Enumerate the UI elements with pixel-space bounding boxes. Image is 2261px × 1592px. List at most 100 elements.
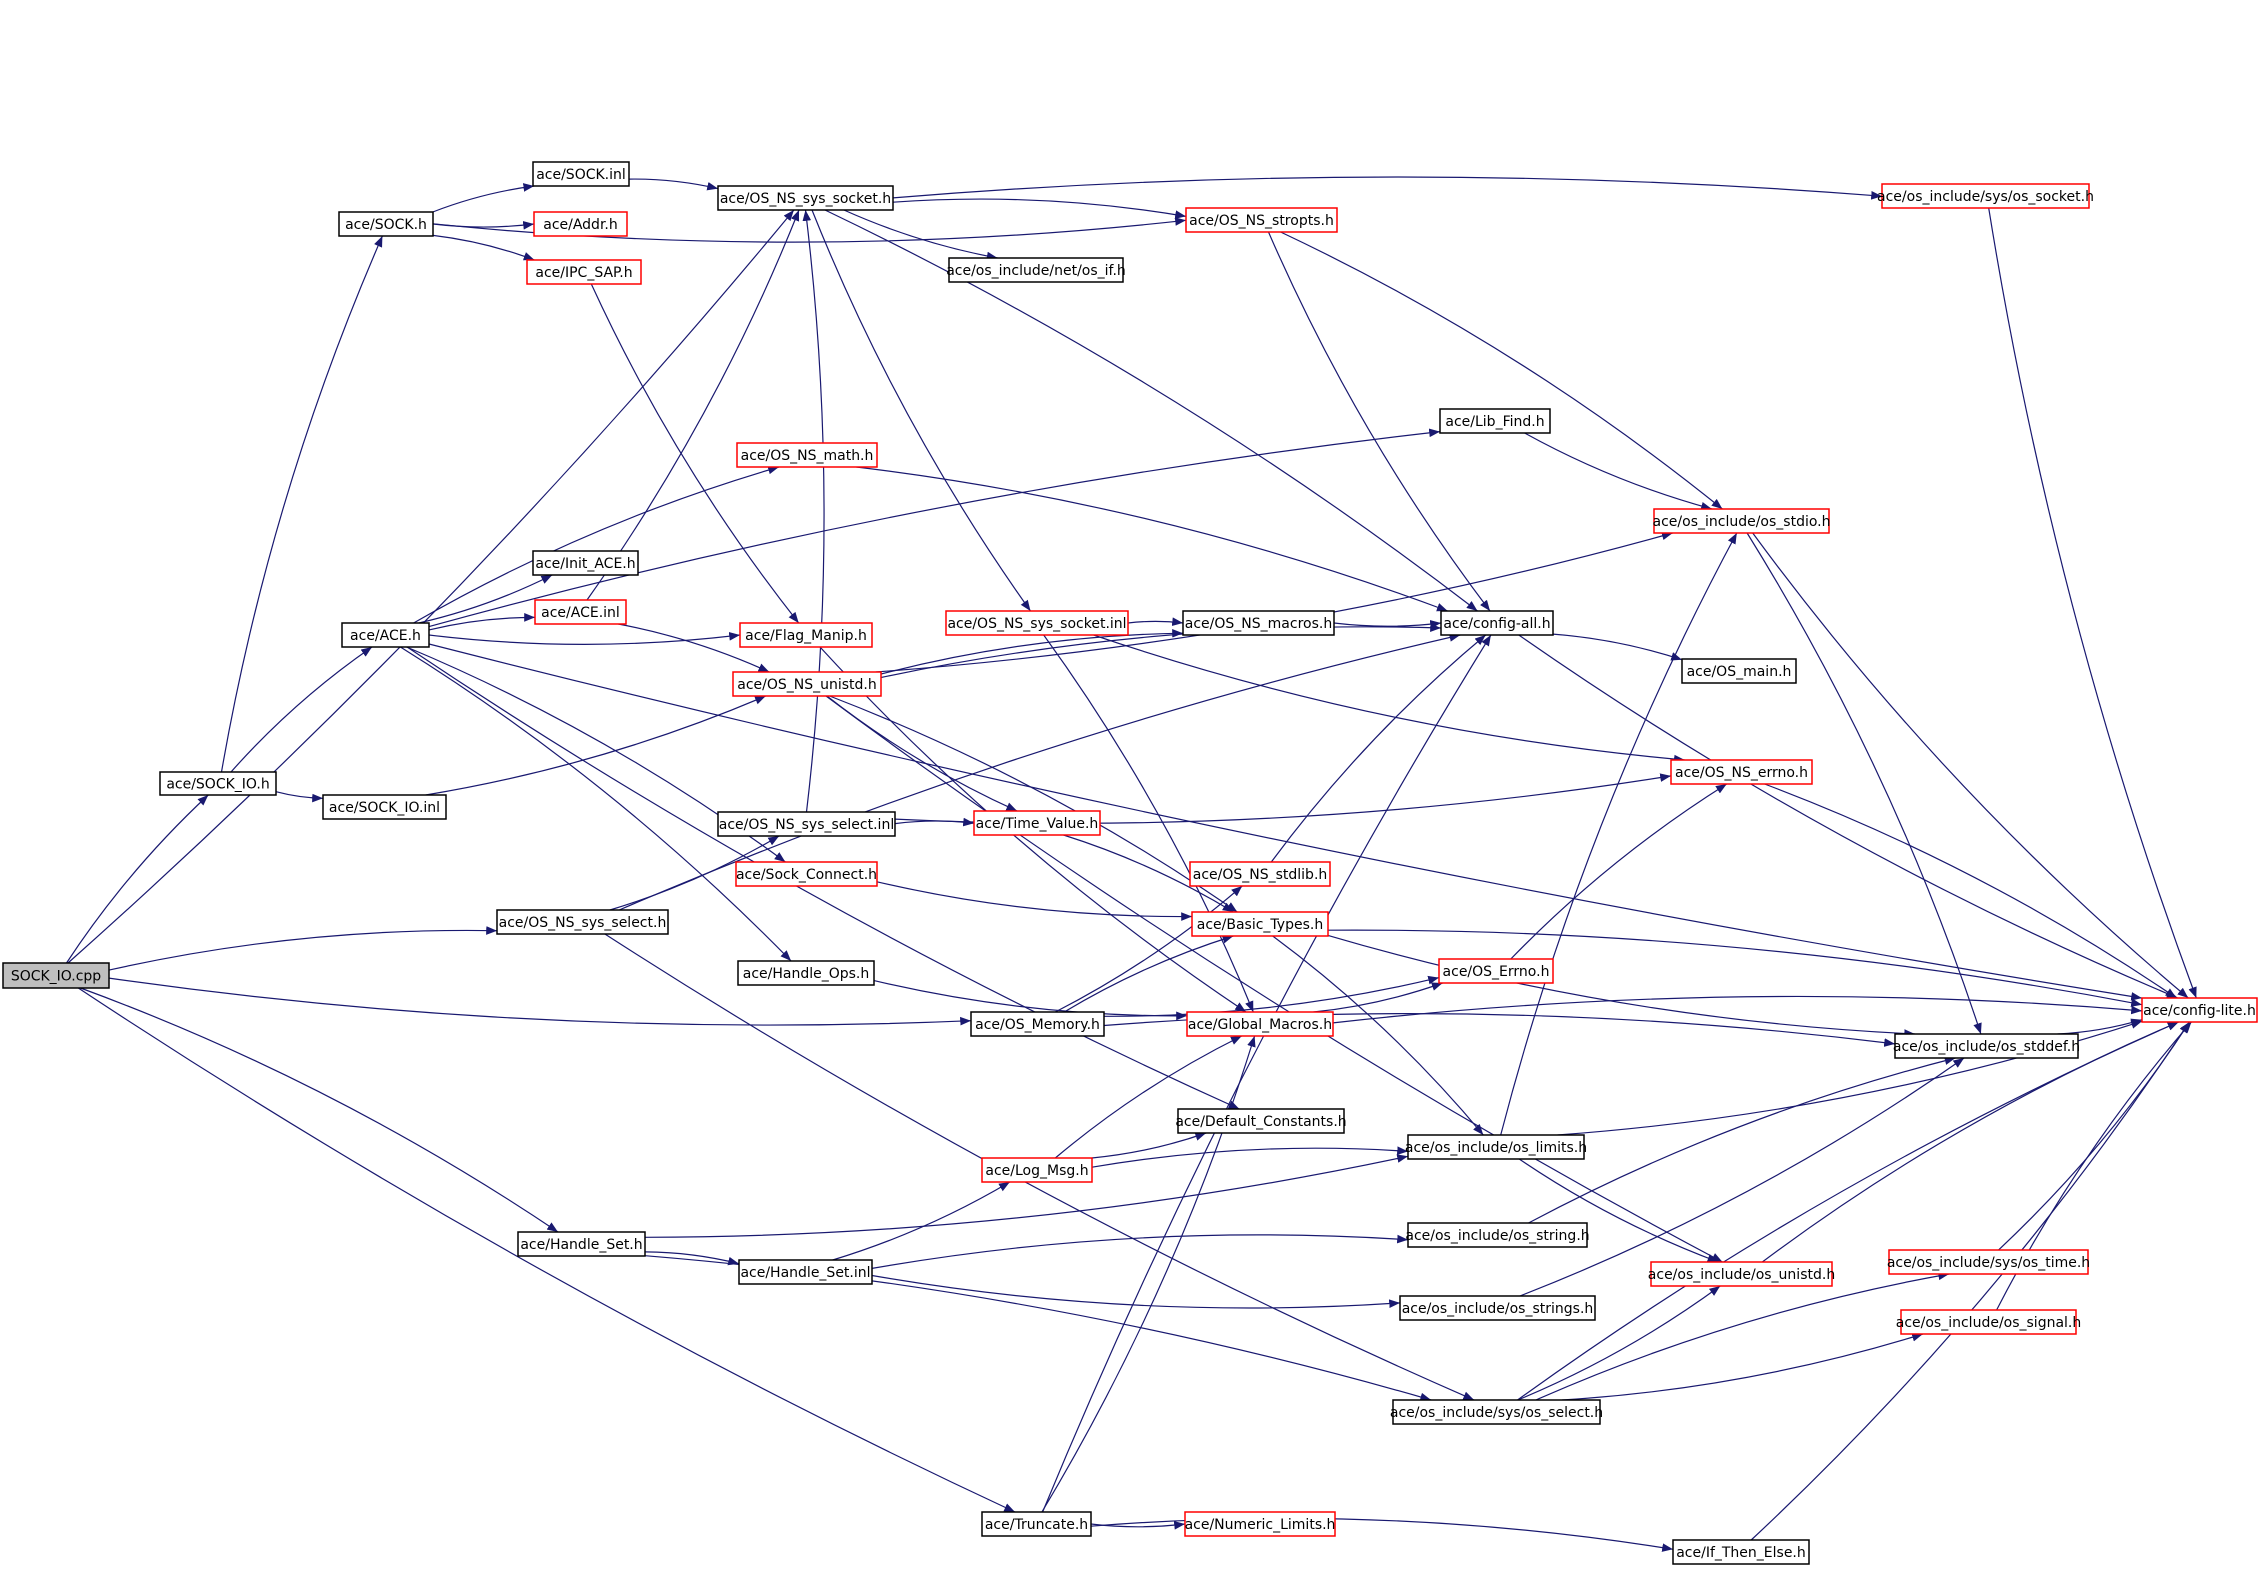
node-os-ns-sys-select-inl[interactable]: ace/OS_NS_sys_select.inl — [717, 811, 896, 837]
node-os-errno-h[interactable]: ace/OS_Errno.h — [1438, 958, 1554, 984]
edge-os_ns_unistd_h-to-time_value_h — [826, 695, 1018, 812]
node-os-include-net-os-if-h[interactable]: ace/os_include/net/os_if.h — [946, 257, 1126, 283]
edge-layer — [65, 176, 2197, 1552]
node-sock-io-inl[interactable]: ace/SOCK_IO.inl — [322, 794, 447, 820]
node-box — [981, 1511, 1092, 1537]
node-box — [736, 442, 878, 468]
node-box — [526, 259, 642, 285]
node-sock-inl[interactable]: ace/SOCK.inl — [532, 161, 630, 187]
edge-os_ns_unistd_h-to-os_include_os_stdio_h — [875, 531, 1673, 673]
edge-os_ns_sys_select_inl-to-os_ns_sys_socket_h — [802, 209, 825, 813]
edge-os_ns_unistd_h-to-basic_types_h — [829, 695, 1238, 913]
node-label: ace/OS_NS_sys_select.inl — [719, 817, 894, 833]
node-os-include-sys-os-select-h[interactable]: ace/os_include/sys/os_select.h — [1390, 1399, 1603, 1425]
node-addr-h[interactable]: ace/Addr.h — [533, 211, 628, 237]
node-label: ace/Handle_Set.inl — [740, 1265, 870, 1281]
edge-config_all_h-to-os_main_h — [1552, 633, 1683, 661]
edge-sock_io_h-to-sock_h — [220, 235, 383, 773]
node-os-include-os-unistd-h[interactable]: ace/os_include/os_unistd.h — [1648, 1261, 1835, 1287]
node-sock-connect-h[interactable]: ace/Sock_Connect.h — [735, 861, 878, 887]
node-os-include-sys-os-socket-h[interactable]: ace/os_include/sys/os_socket.h — [1877, 183, 2094, 209]
node-os-ns-unistd-h[interactable]: ace/OS_NS_unistd.h — [732, 671, 882, 697]
node-box — [732, 671, 882, 697]
node-box — [533, 211, 628, 237]
node-time-value-h[interactable]: ace/Time_Value.h — [973, 810, 1101, 836]
edge-ace_h-to-flag_manip_h — [428, 631, 741, 645]
node-box — [338, 211, 434, 237]
node-flag-manip-h[interactable]: ace/Flag_Manip.h — [739, 622, 873, 648]
edge-sock_io_cpp-to-os_ns_sys_socket_h — [67, 209, 795, 964]
edge-os_include_os_stddef_h-to-config_lite_h — [2057, 1018, 2143, 1035]
node-numeric-limits-h[interactable]: ace/Numeric_Limits.h — [1184, 1511, 1336, 1537]
node-box — [1407, 1222, 1588, 1248]
node-global-macros-h[interactable]: ace/Global_Macros.h — [1186, 1011, 1334, 1037]
edge-sock_io_cpp-to-os_ns_sys_select_h — [108, 926, 498, 971]
node-os-ns-sys-socket-inl[interactable]: ace/OS_NS_sys_socket.inl — [945, 610, 1129, 636]
edge-ace_h-to-init_ace_h — [418, 574, 553, 624]
node-layer: SOCK_IO.cppace/SOCK_IO.hace/SOCK_IO.inla… — [2, 161, 2258, 1565]
node-label: ace/os_include/os_stddef.h — [1893, 1039, 2080, 1055]
node-default-constants-h[interactable]: ace/Default_Constants.h — [1175, 1108, 1347, 1134]
node-log-msg-h[interactable]: ace/Log_Msg.h — [981, 1157, 1093, 1183]
edge-os_include_sys_os_select_h-to-os_include_os_signal_h — [1562, 1333, 1924, 1401]
node-os-main-h[interactable]: ace/OS_main.h — [1681, 658, 1797, 684]
node-label: ace/os_include/sys/os_time.h — [1887, 1255, 2090, 1271]
node-ace-inl[interactable]: ace/ACE.inl — [534, 599, 627, 625]
node-box — [1888, 1249, 2089, 1275]
edge-os_memory_h-to-basic_types_h — [1063, 935, 1234, 1013]
edge-handle_set_h-to-os_include_os_limits_h — [644, 1154, 1409, 1238]
node-box — [1881, 183, 2090, 209]
node-handle-set-inl[interactable]: ace/Handle_Set.inl — [738, 1259, 873, 1285]
node-handle-ops-h[interactable]: ace/Handle_Ops.h — [737, 960, 875, 986]
node-config-lite-h[interactable]: ace/config-lite.h — [2141, 997, 2258, 1023]
edge-log_msg_h-to-os_include_os_limits_h — [1091, 1146, 1409, 1168]
node-config-all-h[interactable]: ace/config-all.h — [1440, 610, 1554, 636]
node-label: ace/OS_main.h — [1687, 664, 1792, 680]
node-os-include-os-limits-h[interactable]: ace/os_include/os_limits.h — [1405, 1134, 1587, 1160]
edge-ipc_sap_h-to-flag_manip_h — [590, 283, 800, 624]
node-box — [973, 810, 1101, 836]
node-os-include-os-signal-h[interactable]: ace/os_include/os_signal.h — [1896, 1309, 2082, 1335]
node-lib-find-h[interactable]: ace/Lib_Find.h — [1439, 408, 1551, 434]
node-os-ns-sys-socket-h[interactable]: ace/OS_NS_sys_socket.h — [717, 185, 894, 211]
node-sock-io-h[interactable]: ace/SOCK_IO.h — [159, 771, 277, 796]
node-os-include-sys-os-time-h[interactable]: ace/os_include/sys/os_time.h — [1887, 1249, 2090, 1275]
node-os-include-os-string-h[interactable]: ace/os_include/os_string.h — [1405, 1222, 1590, 1248]
node-os-ns-math-h[interactable]: ace/OS_NS_math.h — [736, 442, 878, 468]
edge-sock_h-to-ipc_sap_h — [432, 234, 535, 261]
node-os-ns-macros-h[interactable]: ace/OS_NS_macros.h — [1182, 610, 1335, 636]
node-sock-io-cpp[interactable]: SOCK_IO.cpp — [2, 962, 110, 989]
node-handle-set-h[interactable]: ace/Handle_Set.h — [517, 1231, 646, 1257]
node-os-ns-sys-select-h[interactable]: ace/OS_NS_sys_select.h — [496, 909, 669, 935]
node-os-include-os-stddef-h[interactable]: ace/os_include/os_stddef.h — [1893, 1033, 2080, 1059]
node-box — [948, 257, 1124, 283]
node-os-include-os-strings-h[interactable]: ace/os_include/os_strings.h — [1399, 1295, 1596, 1321]
edge-time_value_h-to-basic_types_h — [1063, 834, 1234, 913]
edge-sock_io_h-to-sock_io_inl — [275, 791, 324, 803]
edge-ace_h-to-ace_inl — [428, 613, 536, 631]
node-basic-types-h[interactable]: ace/Basic_Types.h — [1191, 911, 1329, 937]
node-os-ns-stropts-h[interactable]: ace/OS_NS_stropts.h — [1185, 207, 1338, 233]
node-os-include-os-stdio-h[interactable]: ace/os_include/os_stdio.h — [1653, 508, 1831, 534]
node-box — [717, 811, 896, 837]
node-truncate-h[interactable]: ace/Truncate.h — [981, 1511, 1092, 1537]
edge-global_macros_h-to-os_errno_h — [1313, 982, 1443, 1013]
node-label: ace/Numeric_Limits.h — [1185, 1517, 1336, 1533]
node-os-memory-h[interactable]: ace/OS_Memory.h — [970, 1011, 1105, 1037]
node-os-ns-errno-h[interactable]: ace/OS_NS_errno.h — [1670, 759, 1813, 785]
node-if-then-else-h[interactable]: ace/If_Then_Else.h — [1672, 1539, 1810, 1565]
node-label: ace/Default_Constants.h — [1175, 1114, 1346, 1130]
node-init-ace-h[interactable]: ace/Init_ACE.h — [532, 550, 639, 576]
edge-os_ns_sys_socket_h-to-config_all_h — [824, 209, 1478, 612]
edge-sock_io_cpp-to-handle_set_h — [80, 987, 559, 1233]
node-ace-h[interactable]: ace/ACE.h — [341, 622, 430, 648]
node-box — [945, 610, 1129, 636]
node-sock-h[interactable]: ace/SOCK.h — [338, 211, 434, 237]
node-ipc-sap-h[interactable]: ace/IPC_SAP.h — [526, 259, 642, 285]
node-os-ns-stdlib-h[interactable]: ace/OS_NS_stdlib.h — [1189, 861, 1331, 887]
edge-os_ns_stropts_h-to-config_all_h — [1267, 231, 1491, 612]
edge-sock_io_cpp-to-sock_io_h — [65, 794, 209, 964]
node-box — [2141, 997, 2258, 1023]
edge-os_include_os_string_h-to-os_include_os_stddef_h — [1528, 1056, 1956, 1224]
node-box — [1189, 861, 1331, 887]
